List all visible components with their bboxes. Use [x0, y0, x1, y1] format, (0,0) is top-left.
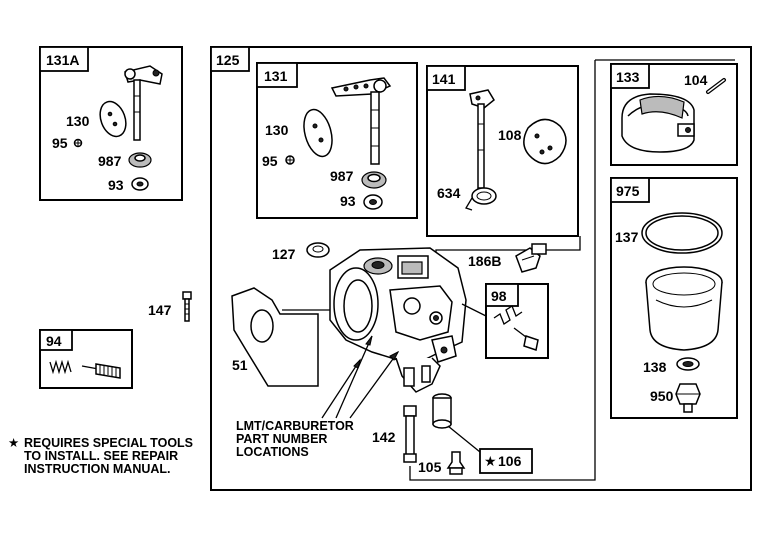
part-105-label: 105: [418, 459, 442, 475]
group-98: 98: [461, 283, 549, 359]
part-93-label-131a: 93: [108, 177, 124, 193]
throttle-plate-131: [303, 108, 333, 158]
washer-93a: [131, 177, 149, 191]
note-line-2: TO INSTALL. SEE REPAIR: [24, 449, 178, 463]
fitting-186b: 186B: [468, 243, 547, 273]
note-star: ★: [8, 436, 19, 450]
float-bowl: [645, 266, 723, 351]
throttle-shaft-131a: [124, 65, 163, 141]
carb-note-line-2: PART NUMBER: [236, 432, 327, 446]
screw-98: [513, 327, 539, 351]
group-975-tag: [610, 177, 650, 203]
part-95-label: 95: [262, 153, 278, 169]
group-975-frame: [610, 177, 738, 419]
group-131a-tag: [39, 46, 89, 72]
washer-93: [363, 194, 383, 210]
part-106-star: ★: [484, 453, 497, 469]
part-138-label: 138: [643, 359, 667, 375]
group-94-label: 94: [46, 333, 62, 349]
group-141: 141 108 634: [426, 65, 579, 237]
part-51-label: 51: [232, 357, 248, 373]
screw-147: 147: [148, 291, 192, 322]
gasket-138: [676, 357, 700, 371]
group-141-frame: [426, 65, 579, 237]
gasket-127: 127: [272, 242, 330, 262]
group-94-tag: [39, 329, 73, 351]
part-987-label-131a: 987: [98, 153, 122, 169]
spring-634: [465, 187, 497, 211]
group-141-label: 141: [432, 71, 456, 87]
group-131a: 131A 130 95 987 93: [39, 46, 183, 201]
part-127-label: 127: [272, 246, 296, 262]
group-133-frame: [610, 63, 738, 166]
part-987-label: 987: [330, 168, 354, 184]
part-186b-label: 186B: [468, 253, 501, 269]
carb-location-pointers: [321, 335, 400, 419]
float-pin-104: [706, 78, 726, 94]
group-131-label: 131: [264, 68, 288, 84]
throttle-plate-131a: [99, 100, 127, 138]
group-94: 94: [39, 329, 133, 389]
spring-98: [493, 305, 523, 325]
group-975: 975 137 138 950: [610, 177, 738, 419]
carburetor-body: [329, 247, 467, 393]
group-125-frame: [210, 46, 752, 491]
group-125: 125: [210, 46, 752, 491]
part-106-tag: ★ 106: [479, 448, 533, 474]
seal-987: [361, 171, 387, 189]
emulsion-tube-142: 142: [372, 405, 417, 463]
float-133: [621, 93, 695, 153]
group-131-frame: [256, 62, 418, 219]
part-634-label: 634: [437, 185, 461, 201]
part-147-label: 147: [148, 302, 172, 318]
part-130-label-131a: 130: [66, 113, 90, 129]
jet-105: 105: [418, 451, 466, 475]
gasket-51: 51: [231, 287, 330, 387]
part-95-label-131a: 95: [52, 135, 68, 151]
part-106-label: 106: [498, 453, 522, 469]
part-142-label: 142: [372, 429, 396, 445]
group-131a-label: 131A: [46, 52, 79, 68]
group-98-label: 98: [491, 288, 507, 304]
group-141-tag: [426, 65, 466, 91]
group-131a-frame: [39, 46, 183, 201]
part-130-label: 130: [265, 122, 289, 138]
seal-987a: [128, 152, 152, 168]
part-104-label: 104: [684, 72, 708, 88]
group-133-label: 133: [616, 69, 640, 85]
group-975-label: 975: [616, 183, 640, 199]
group-133: 133 104: [610, 63, 738, 166]
part-93-label: 93: [340, 193, 356, 209]
idle-screw-94: [81, 363, 121, 379]
screw-95a: [73, 138, 83, 148]
bushing-106: [432, 393, 481, 453]
choke-shaft-141: [469, 89, 495, 189]
bowl-nut-950: [675, 383, 701, 413]
note-line-1: REQUIRES SPECIAL TOOLS: [24, 436, 193, 450]
carb-location-note: LMT/CARBURETOR PART NUMBER LOCATIONS: [236, 419, 354, 459]
group-98-tag: [485, 283, 519, 307]
carb-note-line-3: LOCATIONS: [236, 445, 309, 459]
part-137-label: 137: [615, 229, 639, 245]
note-line-3: INSTRUCTION MANUAL.: [24, 462, 171, 476]
special-tools-note: ★ REQUIRES SPECIAL TOOLS TO INSTALL. SEE…: [8, 436, 193, 476]
group-125-tag: [210, 46, 250, 72]
carb-note-line-1: LMT/CARBURETOR: [236, 419, 354, 433]
throttle-shaft-131: [330, 77, 392, 165]
group-131: 131 130 95 987 93: [256, 62, 418, 219]
part-108-label: 108: [498, 127, 522, 143]
group-125-label: 125: [216, 52, 240, 68]
part-106-frame: [479, 448, 533, 474]
screw-95: [285, 155, 295, 165]
choke-plate-108: [523, 118, 567, 165]
group-94-frame: [39, 329, 133, 389]
group-133-tag: [610, 63, 650, 89]
idle-spring-94: [49, 359, 72, 375]
part-950-label: 950: [650, 388, 674, 404]
group-131-tag: [256, 62, 298, 88]
bowl-gasket-137: [641, 212, 723, 254]
